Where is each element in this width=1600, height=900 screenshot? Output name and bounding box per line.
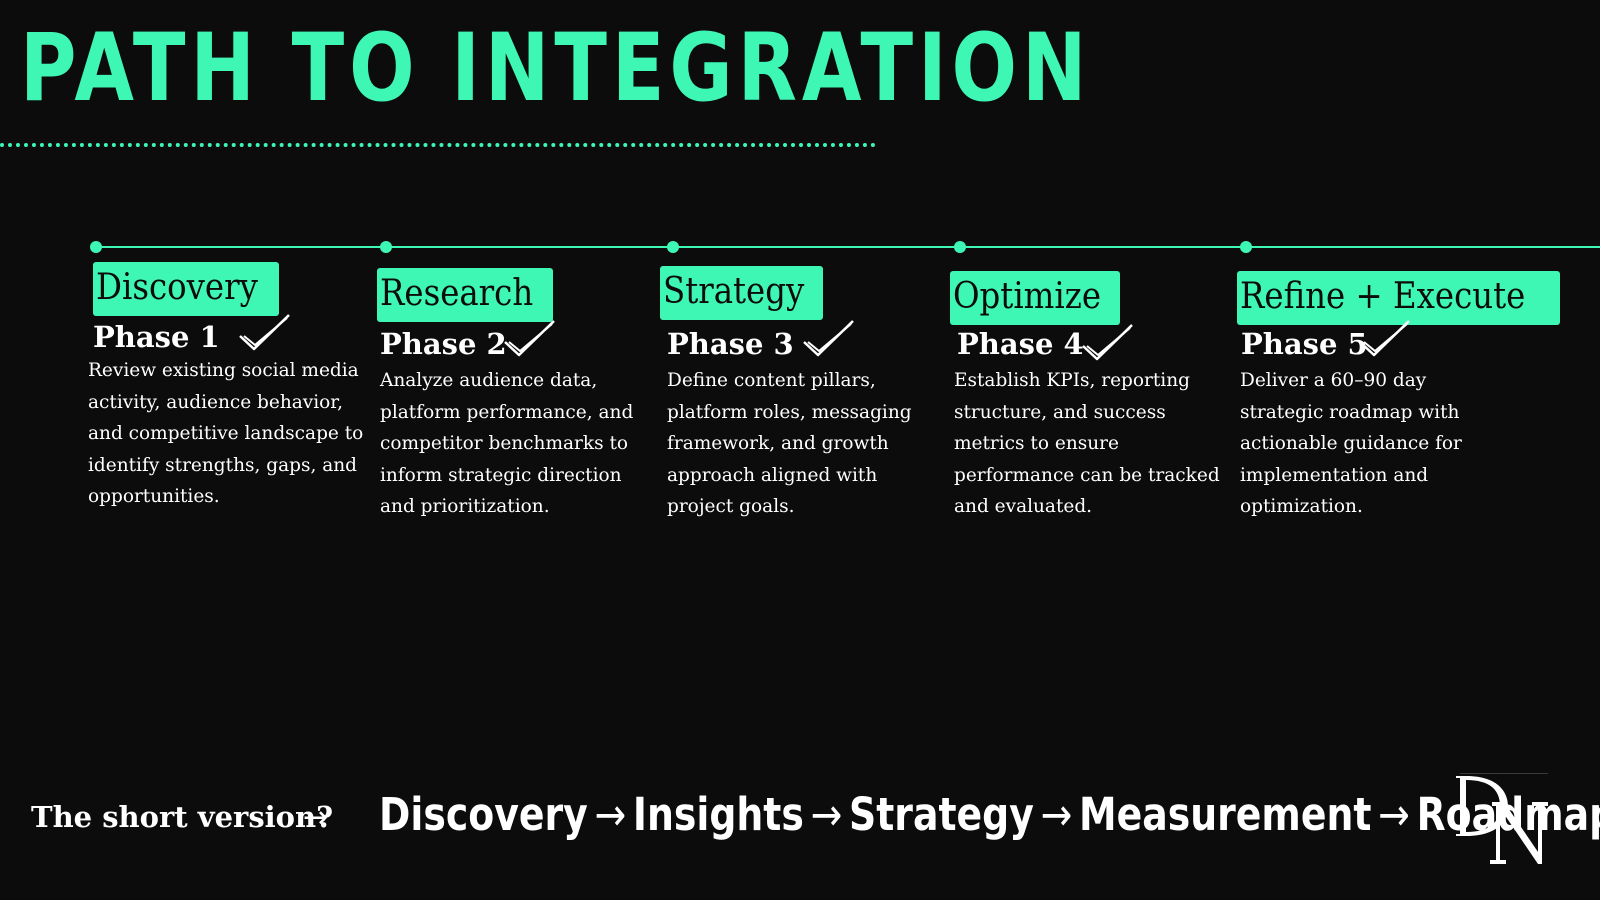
logo-divider bbox=[1460, 773, 1548, 774]
summary-question: The short version? bbox=[31, 800, 334, 834]
arrow-right-icon: → bbox=[303, 800, 329, 835]
flow-step: Strategy bbox=[849, 788, 1034, 841]
arrow-right-icon: → bbox=[594, 788, 627, 841]
timeline-dot bbox=[1240, 241, 1252, 253]
timeline-dot bbox=[90, 241, 102, 253]
phase-description: Deliver a 60–90 day strategic roadmap wi… bbox=[1240, 370, 1462, 517]
phase-label: Phase 2 bbox=[380, 327, 507, 361]
phase-label: Phase 1 bbox=[93, 320, 220, 354]
phase-description: Establish KPIs, reporting structure, and… bbox=[954, 370, 1220, 517]
phase-description: Define content pillars, platform roles, … bbox=[667, 370, 912, 517]
arrow-right-icon: → bbox=[1378, 788, 1410, 841]
timeline-dot bbox=[667, 241, 679, 253]
arrow-right-icon: → bbox=[810, 788, 843, 841]
phase-tag: Refine + Execute bbox=[1237, 271, 1560, 325]
phase-description: Analyze audience data, platform performa… bbox=[380, 370, 634, 517]
checkmark-icon bbox=[803, 320, 854, 357]
flow-step: Insights bbox=[632, 788, 804, 841]
phase-tag: Optimize bbox=[950, 271, 1121, 325]
page-title: PATH TO INTEGRATION bbox=[20, 14, 1092, 123]
phase-tag: Research bbox=[377, 268, 554, 322]
flow-step: Measurement bbox=[1078, 788, 1372, 841]
timeline-dot bbox=[954, 241, 966, 253]
checkmark-icon bbox=[1082, 324, 1133, 361]
arrow-right-icon: → bbox=[1040, 788, 1073, 841]
checkmark-icon bbox=[239, 314, 290, 351]
phase-description: Review existing social media activity, a… bbox=[88, 360, 364, 507]
timeline-dot bbox=[380, 241, 392, 253]
phase-label: Phase 4 bbox=[957, 327, 1084, 361]
phase-label: Phase 3 bbox=[667, 327, 794, 361]
phase-tag: Strategy bbox=[660, 266, 823, 320]
flow-step: Discovery bbox=[379, 788, 588, 841]
dn-monogram-logo bbox=[1456, 776, 1548, 864]
title-dotted-underline bbox=[0, 143, 876, 147]
checkmark-icon bbox=[1359, 320, 1410, 357]
checkmark-icon bbox=[504, 320, 555, 357]
phase-tag: Discovery bbox=[93, 262, 279, 316]
summary-flow: Discovery→Insights→Strategy→Measurement→… bbox=[379, 792, 1600, 837]
phase-label: Phase 5 bbox=[1241, 327, 1368, 361]
timeline-line bbox=[96, 246, 1600, 248]
